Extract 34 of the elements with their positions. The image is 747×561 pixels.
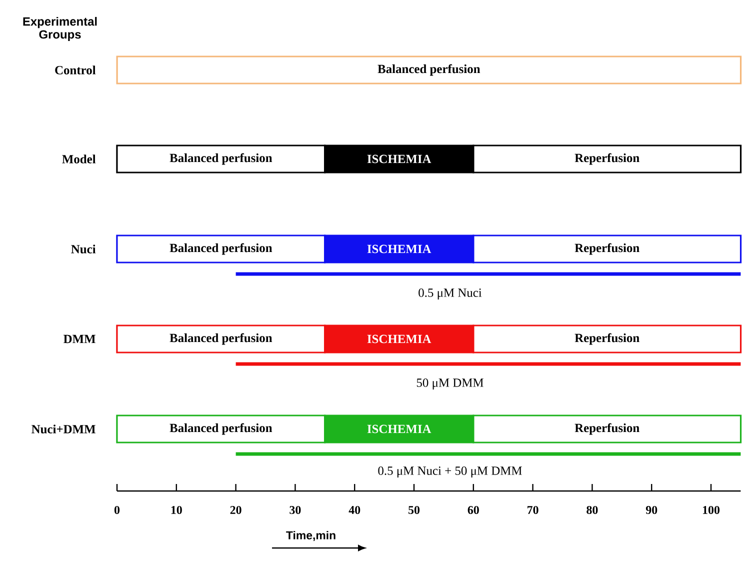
tick-label: 40: [348, 506, 360, 514]
tick-label: 10: [171, 506, 182, 514]
treatment-label: 50 μM DMM: [416, 378, 484, 390]
ischemia-box: ISCHEMIA: [324, 144, 474, 174]
ischemia-box: ISCHEMIA: [324, 414, 474, 444]
group-label: Control: [55, 66, 96, 74]
phase-box: Reperfusion: [472, 234, 742, 264]
ischemia-box: ISCHEMIA: [324, 324, 474, 354]
phase-box: Balanced perfusion: [116, 234, 326, 264]
group-label: Nuci: [71, 244, 96, 254]
phase-box: Reperfusion: [472, 324, 742, 354]
phase-box: Balanced perfusion: [116, 144, 326, 174]
phase-box: Balanced perfusion: [116, 414, 326, 444]
tick-label: 50: [408, 506, 420, 514]
tick-label: 80: [586, 506, 598, 514]
phase-box: Reperfusion: [472, 144, 742, 174]
group-label: DMM: [64, 334, 96, 344]
treatment-label: 0.5 μM Nuci + 50 μM DMM: [378, 466, 522, 478]
tick-label: 90: [646, 506, 658, 514]
tick-label: 30: [290, 506, 301, 514]
column-heading: Experimental Groups: [23, 16, 97, 42]
tick-label: 20: [230, 506, 242, 514]
phase-box: Balanced perfusion: [116, 324, 326, 354]
perfusion-bar: Balanced perfusion: [116, 56, 742, 84]
group-label: Nuci+DMM: [32, 424, 96, 434]
tick-label: 60: [468, 506, 479, 514]
ischemia-box: ISCHEMIA: [324, 234, 474, 264]
group-label: Model: [62, 154, 96, 164]
axis-title: Time,min: [286, 530, 336, 542]
treatment-label: 0.5 μM Nuci: [418, 288, 482, 300]
tick-label: 100: [703, 506, 720, 514]
tick-label: 0: [114, 506, 120, 514]
phase-box: Reperfusion: [472, 414, 742, 444]
tick-label: 70: [528, 506, 538, 514]
